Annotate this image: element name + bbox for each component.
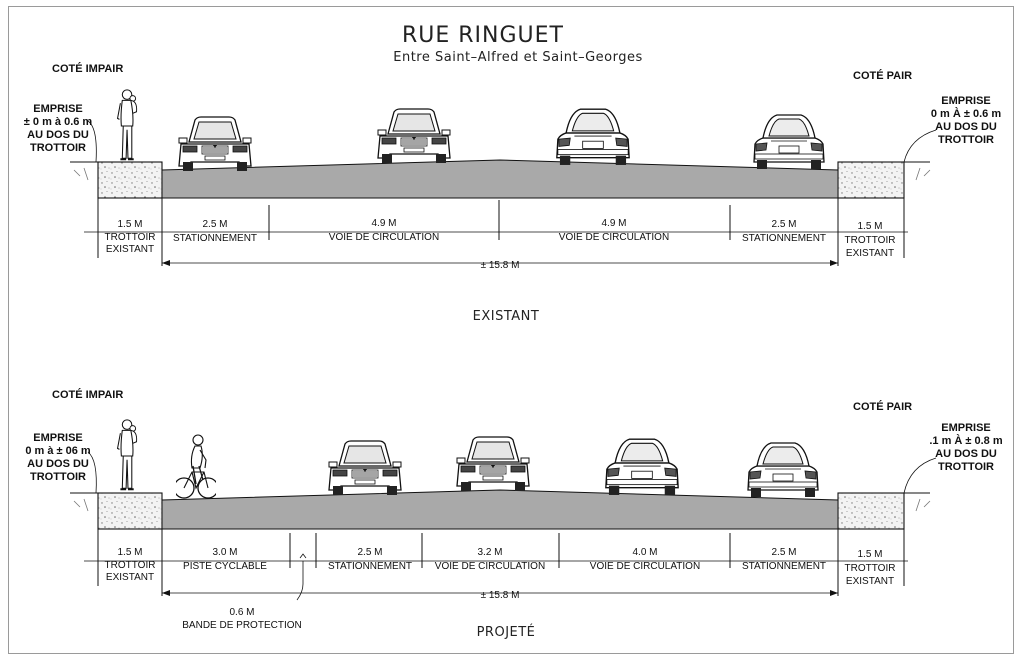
zone-label: PISTE CYCLABLE: [183, 561, 267, 572]
section-title: EXISTANT: [473, 309, 540, 324]
right-emprise-note: EMPRISE .1 m À ± 0.8 m AU DOS DU TROTTOI…: [903, 422, 1003, 494]
left-sidewalk: [97, 161, 163, 199]
zone-width: 2.5 M: [771, 547, 796, 558]
zone-label: TROTTOIR: [845, 563, 896, 574]
svg-text:EMPRISE: EMPRISE: [941, 95, 991, 107]
zone-width: 4.9 M: [601, 218, 626, 229]
svg-text:AU DOS DU: AU DOS DU: [935, 448, 997, 460]
left-emprise-note: EMPRISE ± 0 m à 0.6 m AU DOS DU TROTTOIR: [24, 103, 97, 163]
zone-label: TROTTOIR: [845, 235, 896, 246]
svg-text:AU DOS DU: AU DOS DU: [935, 121, 997, 133]
zone-label: STATIONNEMENT: [173, 233, 257, 244]
car-rear-icon: [747, 442, 819, 498]
ground-hatch: [73, 167, 931, 181]
pedestrian-icon: [116, 418, 138, 491]
car-rear-icon: [605, 438, 679, 496]
svg-text:0 m à ± 06 m: 0 m à ± 06 m: [25, 445, 91, 457]
roadway: [161, 489, 839, 530]
buffer-label: BANDE DE PROTECTION: [182, 620, 301, 631]
car-front-icon: [456, 436, 530, 492]
zone-label: VOIE DE CIRCULATION: [329, 232, 439, 243]
zone-label: EXISTANT: [846, 576, 894, 587]
zone-width: 3.0 M: [212, 547, 237, 558]
zone-width: 4.0 M: [632, 547, 657, 558]
zone-label: STATIONNEMENT: [742, 561, 826, 572]
section-projete: COTÉ IMPAIR COTÉ PAIR EMPRISE 0 m à ± 06…: [25, 388, 1003, 640]
pedestrian-icon: [116, 88, 138, 161]
dimension-lines: [84, 198, 908, 266]
total-width: ± 15.8 M: [481, 260, 520, 271]
zone-width: 2.5 M: [202, 219, 227, 230]
right-sidewalk: [837, 161, 905, 199]
right-side-label: COTÉ PAIR: [853, 400, 912, 413]
cyclist-icon: [176, 434, 216, 499]
car-rear-icon: [556, 108, 630, 166]
zone-width: 4.9 M: [371, 218, 396, 229]
right-side-label: COTÉ PAIR: [853, 69, 912, 82]
zone-label: TROTTOIR: [105, 232, 156, 243]
section-existant: COTÉ IMPAIR COTÉ PAIR EMPRISE ± 0 m à 0.…: [24, 62, 1002, 324]
left-sidewalk: [97, 492, 163, 530]
car-rear-icon: [753, 114, 825, 170]
zone-width: 1.5 M: [117, 219, 142, 230]
svg-text:EMPRISE: EMPRISE: [941, 422, 991, 434]
left-side-label: COTÉ IMPAIR: [52, 62, 123, 75]
svg-text:AU DOS DU: AU DOS DU: [27, 458, 89, 470]
svg-text:TROTTOIR: TROTTOIR: [30, 142, 86, 154]
zone-width: 1.5 M: [117, 547, 142, 558]
drawing-frame: [8, 6, 1014, 654]
svg-text:.1 m À ± 0.8 m: .1 m À ± 0.8 m: [929, 434, 1003, 447]
drawing-title: RUE RINGUET: [402, 23, 564, 48]
zone-label: VOIE DE CIRCULATION: [590, 561, 700, 572]
drawing-subtitle: Entre Saint–Alfred et Saint–Georges: [393, 50, 643, 65]
zone-label: VOIE DE CIRCULATION: [559, 232, 669, 243]
car-front-icon: [377, 108, 451, 164]
zone-labels: 1.5 M TROTTOIR EXISTANT 2.5 M STATIONNEM…: [105, 218, 896, 271]
buffer-width: 0.6 M: [229, 607, 254, 618]
zone-label: EXISTANT: [106, 244, 154, 255]
total-width: ± 15.8 M: [481, 590, 520, 601]
car-front-icon: [178, 116, 252, 172]
roadway: [161, 159, 839, 199]
zone-labels: 1.5 M TROTTOIR EXISTANT 3.0 M PISTE CYCL…: [105, 547, 896, 631]
svg-text:EMPRISE: EMPRISE: [33, 432, 83, 444]
ground-hatch: [73, 498, 931, 512]
svg-text:0 m À ± 0.6 m: 0 m À ± 0.6 m: [931, 107, 1001, 120]
svg-text:TROTTOIR: TROTTOIR: [938, 134, 994, 146]
svg-text:TROTTOIR: TROTTOIR: [30, 471, 86, 483]
svg-text:EMPRISE: EMPRISE: [33, 103, 83, 115]
right-emprise-note: EMPRISE 0 m À ± 0.6 m AU DOS DU TROTTOIR: [903, 95, 1001, 163]
zone-label: EXISTANT: [106, 572, 154, 583]
zone-label: TROTTOIR: [105, 560, 156, 571]
svg-text:TROTTOIR: TROTTOIR: [938, 461, 994, 473]
zone-label: STATIONNEMENT: [742, 233, 826, 244]
zone-width: 2.5 M: [357, 547, 382, 558]
right-sidewalk: [837, 492, 905, 530]
zone-width: 1.5 M: [857, 221, 882, 232]
zone-label: EXISTANT: [846, 248, 894, 259]
section-title: PROJETÉ: [477, 624, 536, 640]
svg-text:± 0 m à 0.6 m: ± 0 m à 0.6 m: [24, 116, 93, 128]
car-front-icon: [328, 440, 402, 496]
left-side-label: COTÉ IMPAIR: [52, 388, 123, 401]
zone-width: 2.5 M: [771, 219, 796, 230]
zone-width: 1.5 M: [857, 549, 882, 560]
buffer-leader: [296, 561, 304, 601]
zone-label: STATIONNEMENT: [328, 561, 412, 572]
left-emprise-note: EMPRISE 0 m à ± 06 m AU DOS DU TROTTOIR: [25, 432, 97, 494]
dimension-lines: [84, 529, 908, 601]
zone-width: 3.2 M: [477, 547, 502, 558]
zone-label: VOIE DE CIRCULATION: [435, 561, 545, 572]
svg-text:AU DOS DU: AU DOS DU: [27, 129, 89, 141]
